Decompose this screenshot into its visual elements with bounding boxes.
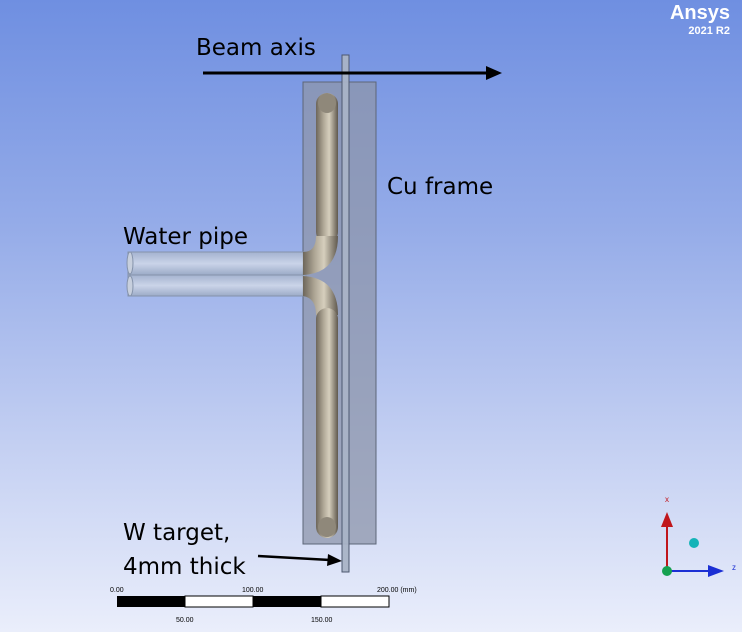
beam-axis-label: Beam axis [196, 35, 316, 61]
w-target-plate [341, 54, 350, 573]
beam-axis-arrow [203, 66, 502, 80]
water-pipe-lower-end [126, 275, 134, 297]
scale-tick-150: 150.00 [311, 617, 333, 624]
ansys-logo: Ansys 2021 R2 [670, 3, 730, 37]
pipe-elbow-lower [303, 276, 338, 315]
scale-bar [117, 595, 390, 608]
water-pipe-label: Water pipe [123, 224, 249, 250]
triad-iso-ball[interactable] [689, 538, 699, 548]
scale-bar-segment-2 [184, 595, 254, 608]
coordinate-triad[interactable] [661, 512, 724, 577]
water-pipe-upper-end [126, 251, 134, 275]
z-axis-label: z [732, 563, 736, 572]
scale-bar-segment-4 [320, 595, 390, 608]
w-target-pointer-arrow [257, 554, 342, 566]
x-axis-arrowhead [661, 512, 673, 527]
z-axis-arrowhead [708, 565, 724, 577]
brand-version: 2021 R2 [688, 25, 730, 37]
w-target-label-line2: 4mm thick [123, 554, 246, 580]
scale-tick-50: 50.00 [176, 617, 194, 624]
scale-tick-100: 100.00 [242, 587, 264, 594]
triad-origin [662, 566, 672, 576]
scale-tick-200: 200.00 (mm) [377, 587, 417, 594]
w-target-label-line1: W target, [123, 520, 231, 546]
cooling-channel-top-cap [318, 93, 336, 113]
cooling-channel-lower [316, 308, 338, 538]
scale-tick-0: 0.00 [110, 587, 124, 594]
cooling-channel-bottom-cap [318, 517, 336, 537]
water-pipe-upper [127, 251, 307, 276]
x-axis-label: x [665, 495, 669, 504]
pipe-elbow-upper [303, 236, 338, 275]
cu-frame-label: Cu frame [387, 174, 494, 200]
cooling-channel [303, 93, 338, 538]
water-pipe-lower [127, 274, 307, 297]
cooling-channel-upper [316, 93, 338, 243]
cu-frame [302, 81, 377, 545]
scale-bar-segment-1 [117, 596, 185, 607]
brand-name: Ansys [669, 2, 730, 24]
scale-bar-segment-3 [253, 596, 321, 607]
